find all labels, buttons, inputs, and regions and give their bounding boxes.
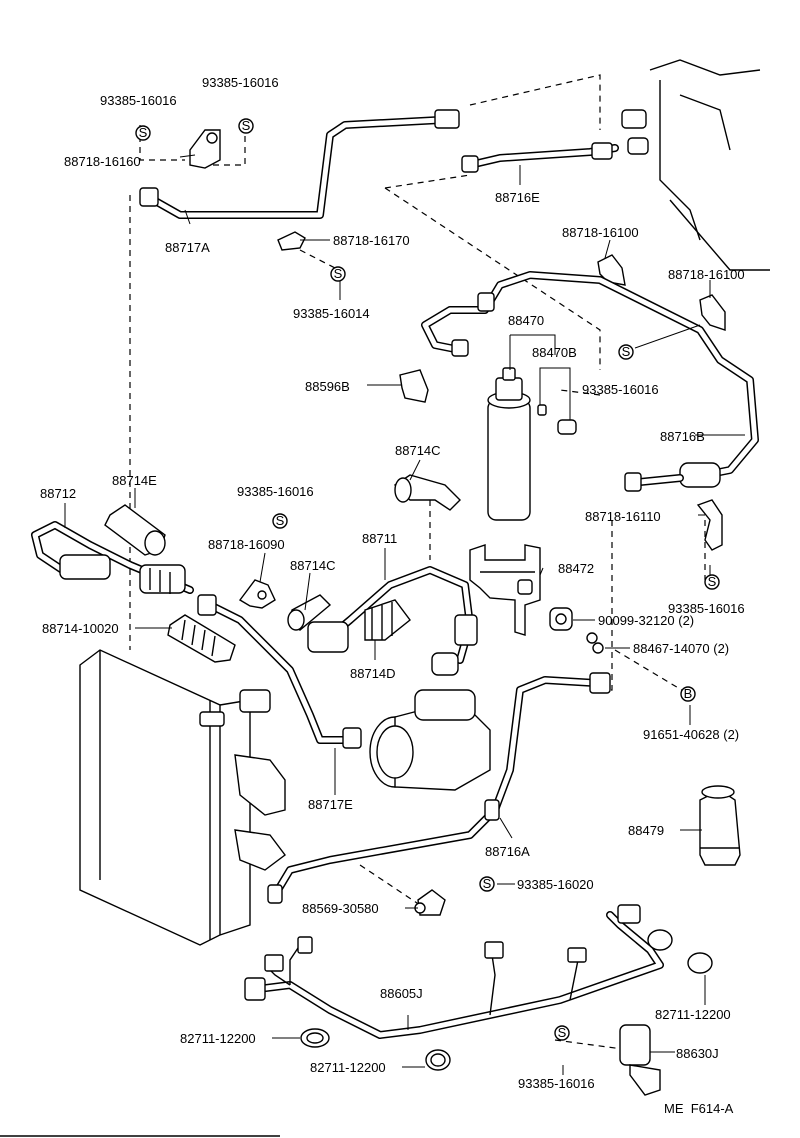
parts-88470b bbox=[537, 404, 577, 435]
hose-88714c-small bbox=[287, 594, 332, 631]
condenser bbox=[79, 649, 286, 946]
label-88472: 88472 bbox=[558, 561, 594, 576]
label-93385-16016-f: 93385-16016 bbox=[518, 1076, 595, 1091]
label-88714-10020: 88714-10020 bbox=[42, 621, 119, 636]
part-labels: 93385-16016 93385-16016 88718-16160 8871… bbox=[40, 75, 745, 1116]
label-88605j: 88605J bbox=[380, 986, 423, 1001]
label-93385-16016-b: 93385-16016 bbox=[202, 75, 279, 90]
pipe-88716a bbox=[267, 672, 611, 904]
s-symbol-7: S bbox=[479, 876, 495, 892]
label-88470: 88470 bbox=[508, 313, 544, 328]
symbol-circles: S S S S S S S S B bbox=[135, 118, 720, 1041]
clamp-88718-16100-b bbox=[699, 294, 726, 331]
label-88712: 88712 bbox=[40, 486, 76, 501]
clip-88596b bbox=[399, 369, 429, 403]
label-93385-16016-e: 93385-16016 bbox=[668, 601, 745, 616]
label-88714d: 88714D bbox=[350, 666, 396, 681]
label-91651-40628: 91651-40628 (2) bbox=[643, 727, 739, 742]
label-93385-16016-d: 93385-16016 bbox=[237, 484, 314, 499]
label-88716e: 88716E bbox=[495, 190, 540, 205]
hose-88714-10020 bbox=[167, 614, 236, 663]
evaporator-unit bbox=[621, 59, 770, 271]
label-88718-16090: 88718-16090 bbox=[208, 537, 285, 552]
label-88717e: 88717E bbox=[308, 797, 353, 812]
label-82711-12200-b: 82711-12200 bbox=[310, 1060, 386, 1075]
label-88470b: 88470B bbox=[532, 345, 577, 360]
label-82711-12200-a: 82711-12200 bbox=[180, 1031, 256, 1046]
pipe-88717a bbox=[139, 109, 460, 219]
label-93385-16014: 93385-16014 bbox=[293, 306, 370, 321]
clamp-82711-12200-b bbox=[425, 1049, 451, 1071]
receiver-88470 bbox=[487, 367, 531, 521]
label-93385-16016-a: 93385-16016 bbox=[100, 93, 177, 108]
hose-88714e bbox=[104, 504, 166, 556]
label-88716a: 88716A bbox=[485, 844, 530, 859]
label-88711: 88711 bbox=[362, 531, 397, 546]
label-88718-16100-a: 88718-16100 bbox=[562, 225, 639, 240]
label-88467-14070: 88467-14070 (2) bbox=[633, 641, 729, 656]
s-symbol-2: S bbox=[238, 118, 254, 134]
svg-text:S: S bbox=[242, 118, 251, 133]
svg-text:B: B bbox=[684, 686, 693, 701]
label-88714e: 88714E bbox=[112, 473, 157, 488]
footer-code: ME F614-A bbox=[664, 1101, 734, 1116]
label-88717a: 88717A bbox=[165, 240, 210, 255]
svg-text:S: S bbox=[708, 574, 717, 589]
label-93385-16020: 93385-16020 bbox=[517, 877, 594, 892]
label-90099-32120: 90099-32120 (2) bbox=[598, 613, 694, 628]
s-symbol-1: S bbox=[135, 125, 151, 141]
pipe-88716e bbox=[461, 142, 619, 173]
label-88569-30580: 88569-30580 bbox=[302, 901, 379, 916]
s-symbol-5: S bbox=[272, 513, 288, 529]
s-symbol-6: S bbox=[704, 574, 720, 590]
cap-88479 bbox=[699, 785, 741, 866]
label-88718-16170: 88718-16170 bbox=[333, 233, 410, 248]
leader-lines bbox=[64, 154, 745, 1075]
grommet-90099-32120 bbox=[549, 607, 573, 631]
svg-text:S: S bbox=[334, 266, 343, 281]
bracket-88472 bbox=[469, 544, 541, 636]
svg-text:S: S bbox=[622, 344, 631, 359]
label-88479: 88479 bbox=[628, 823, 664, 838]
svg-text:S: S bbox=[276, 513, 285, 528]
wire-harness-88605j bbox=[244, 904, 664, 1039]
label-88718-16100-b: 88718-16100 bbox=[668, 267, 745, 282]
label-88714c-a: 88714C bbox=[395, 443, 441, 458]
label-88718-16110: 88718-16110 bbox=[585, 509, 661, 524]
clamp-88718-16170 bbox=[277, 231, 306, 251]
label-88596b: 88596B bbox=[305, 379, 350, 394]
bracket-88718-16090 bbox=[238, 579, 276, 609]
bracket-88718-16160 bbox=[189, 129, 221, 169]
pipe-88716b bbox=[421, 271, 759, 492]
bolt-88467-14070 bbox=[586, 632, 604, 654]
label-82711-12200-c: 82711-12200 bbox=[655, 1007, 731, 1022]
label-88718-16160: 88718-16160 bbox=[64, 154, 141, 169]
clamp-88718-16100-a bbox=[597, 254, 626, 286]
svg-text:S: S bbox=[483, 876, 492, 891]
hose-88714c-elbow bbox=[393, 474, 461, 511]
compressor bbox=[369, 689, 491, 791]
pipe-88717e bbox=[197, 594, 362, 749]
clamp-82711-12200-c bbox=[647, 929, 713, 974]
clamp-88718-16110 bbox=[696, 499, 723, 551]
bracket-88569-30580 bbox=[414, 889, 446, 916]
hose-88714d bbox=[364, 599, 411, 641]
clamp-82711-12200-a bbox=[300, 1028, 330, 1048]
pressure-switch-88630j bbox=[619, 1024, 661, 1096]
hose-88711 bbox=[307, 566, 478, 676]
svg-text:S: S bbox=[139, 125, 148, 140]
hose-88712 bbox=[31, 521, 194, 594]
label-93385-16016-c: 93385-16016 bbox=[582, 382, 659, 397]
label-88716b: 88716B bbox=[660, 429, 705, 444]
svg-text:S: S bbox=[558, 1025, 567, 1040]
s-symbol-4: S bbox=[618, 344, 634, 360]
b-symbol: B bbox=[680, 686, 696, 702]
label-88714c-b: 88714C bbox=[290, 558, 336, 573]
s-symbol-3: S bbox=[330, 266, 346, 282]
s-symbol-8: S bbox=[554, 1025, 570, 1041]
label-88630j: 88630J bbox=[676, 1046, 719, 1061]
